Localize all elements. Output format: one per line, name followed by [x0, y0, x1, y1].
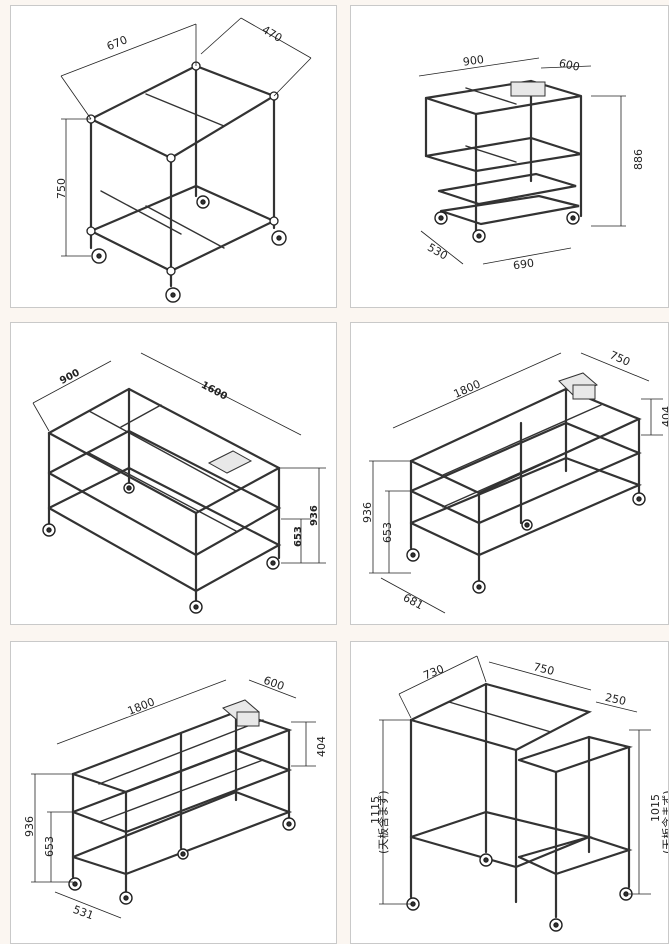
dim-height-ext: 1015	[649, 794, 662, 822]
dim-inner: 681	[401, 591, 426, 612]
dim-plate-height: 404	[315, 736, 328, 757]
dim-width: 1800	[126, 695, 157, 718]
dim-depth: 900	[58, 367, 82, 387]
dim-depth: 600	[262, 674, 286, 693]
top-plate	[510, 81, 546, 97]
dim-depth: 470	[260, 23, 285, 45]
top-plate	[207, 450, 253, 474]
dim-height-top: 936	[361, 502, 374, 523]
cart-drawing-1: 670 470 750	[55, 17, 312, 303]
cart-drawing-4: 1800 750 404 936 653 681	[361, 348, 669, 614]
dim-height-ext-note: (天板含まず)	[660, 790, 669, 854]
caster-wheels	[406, 492, 646, 594]
dim-inner-width: 690	[512, 257, 535, 273]
dim-height-main: 1115	[369, 796, 382, 824]
dim-height: 886	[632, 149, 645, 170]
dimension-lines	[60, 17, 312, 257]
dim-height-top: 936	[309, 505, 320, 526]
frame-lines	[47, 387, 282, 603]
frame-lines	[71, 710, 293, 894]
dim-inner: 531	[71, 903, 95, 922]
dim-height-mid: 653	[293, 526, 304, 547]
frame-lines	[89, 64, 277, 288]
caster-wheels	[68, 817, 296, 905]
dim-plate-height: 404	[660, 406, 669, 427]
top-plate	[558, 372, 598, 400]
dim-ext-depth: 250	[604, 691, 627, 708]
frame-lines	[409, 387, 642, 583]
dim-height-mid: 653	[381, 522, 394, 543]
frame-lines	[409, 682, 633, 919]
frame-lines	[424, 79, 583, 233]
top-plate	[222, 699, 260, 727]
caster-wheels	[434, 211, 580, 243]
dim-width: 1800	[452, 377, 483, 400]
dim-height: 750	[55, 178, 68, 199]
panel-diagram-3: 900 1600 653 936	[10, 322, 337, 625]
cart-drawing-6: 730 750 250 1115 (天板含まず) 1015 (天板含まず)	[369, 655, 669, 932]
dim-width: 750	[532, 660, 556, 678]
panel-diagram-5: 1800 600 404 936 653 531	[10, 641, 337, 944]
caster-wheels	[91, 195, 287, 303]
dimension-lines	[369, 352, 663, 614]
dim-width: 670	[105, 33, 129, 53]
dim-width: 900	[462, 53, 485, 69]
dimension-lines	[31, 679, 316, 919]
panel-diagram-6: 730 750 250 1115 (天板含まず) 1015 (天板含まず)	[350, 641, 669, 944]
panel-diagram-1: 670 470 750	[10, 5, 337, 308]
dimension-lines	[32, 352, 326, 564]
cart-drawing-5: 1800 600 404 936 653 531	[23, 674, 328, 923]
panel-diagram-4: 1800 750 404 936 653 681	[350, 322, 669, 625]
panel-diagram-2: 900 600 886 530 690	[350, 5, 669, 308]
cart-drawing-2: 900 600 886 530 690	[418, 53, 645, 273]
dimension-lines	[418, 57, 626, 265]
caster-wheels	[406, 853, 633, 932]
caster-wheels	[42, 482, 280, 614]
dim-depth: 600	[558, 57, 581, 74]
dim-width: 1600	[199, 380, 229, 403]
cart-drawing-3: 900 1600 653 936	[32, 352, 326, 614]
dim-height-top: 936	[23, 816, 36, 837]
dim-height-main-note: (天板含まず)	[376, 790, 390, 854]
dim-depth: 730	[421, 662, 445, 682]
dimension-lines	[379, 655, 651, 905]
dim-inner-depth: 530	[425, 241, 450, 263]
dim-height-mid: 653	[43, 836, 56, 857]
